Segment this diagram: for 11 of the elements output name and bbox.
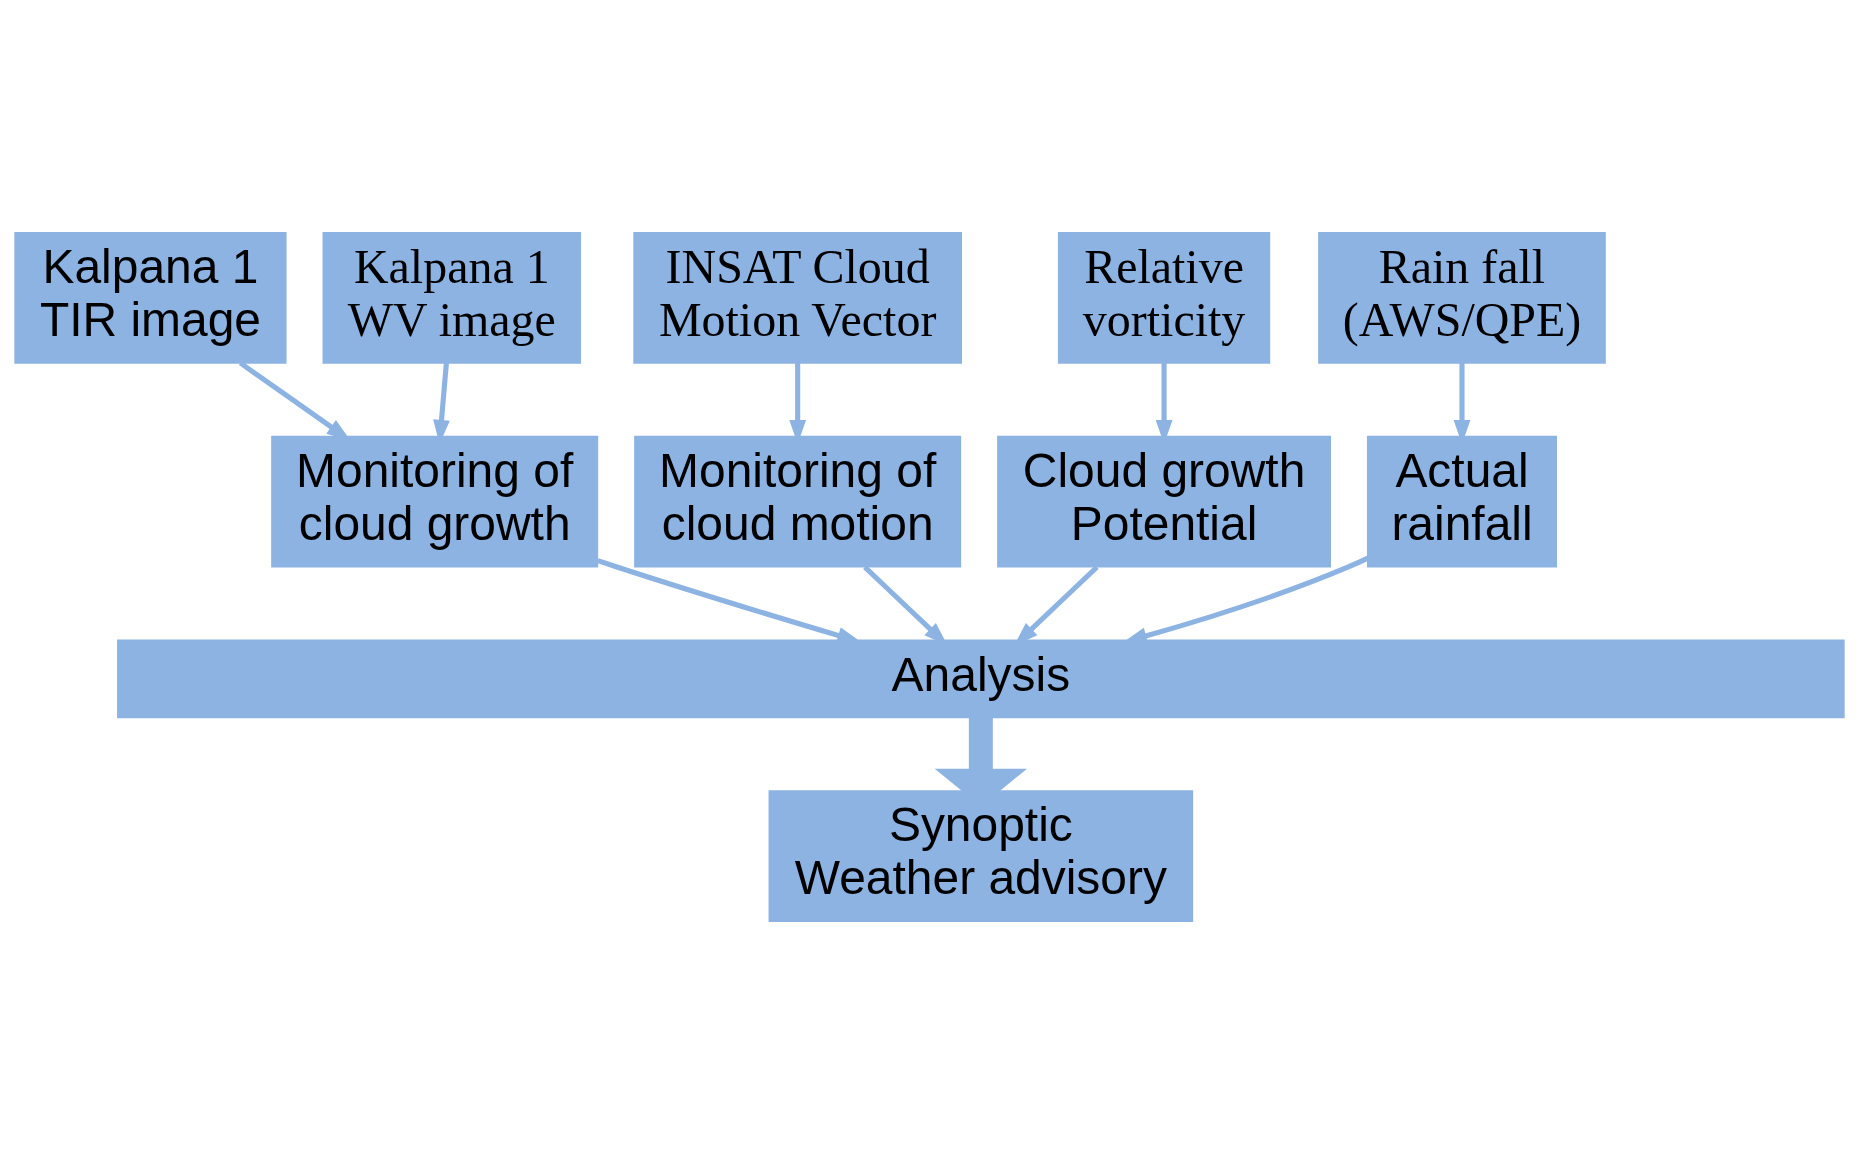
node-box: Rain fall (AWS/QPE) <box>1318 231 1606 364</box>
node-box: Cloud growth Potential <box>997 435 1331 568</box>
node-box: Monitoring of cloud motion <box>634 435 962 568</box>
node-box: INSAT Cloud Motion Vector <box>633 231 963 364</box>
node-box: Analysis <box>117 639 1845 718</box>
node-box: Monitoring of cloud growth <box>271 435 599 568</box>
node-box: Actual rainfall <box>1366 435 1557 568</box>
node-box: Kalpana 1 TIR image <box>14 231 287 364</box>
node-box: Kalpana 1 WV image <box>322 231 582 364</box>
node-box: Synoptic Weather advisory <box>768 789 1194 922</box>
node-box: Relative vorticity <box>1057 231 1271 364</box>
